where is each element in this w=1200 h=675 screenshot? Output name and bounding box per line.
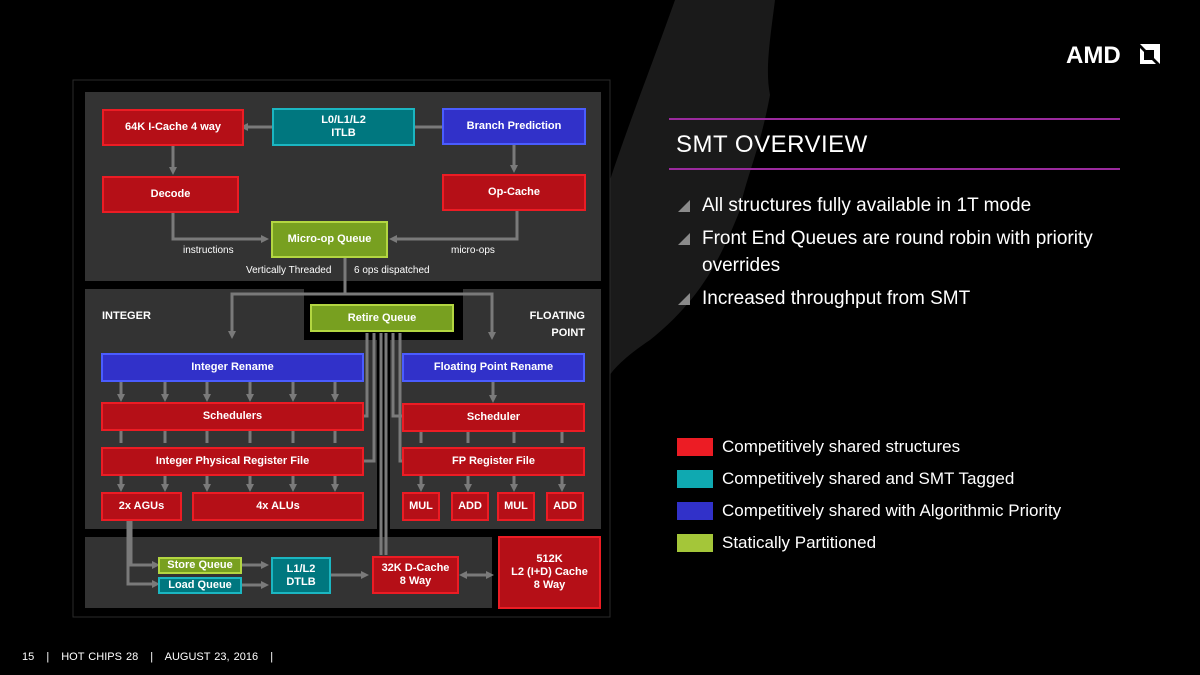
fp-add-unit: ADD — [546, 492, 584, 521]
fp-label-line2: POINT — [551, 327, 585, 339]
fp-scheduler-block: Scheduler — [402, 403, 585, 432]
bullet-list: All structures fully available in 1T mod… — [676, 192, 1096, 318]
amd-arrow-icon — [1140, 44, 1160, 64]
title-rule-top — [669, 118, 1120, 120]
vertically-threaded-label: Vertically Threaded — [246, 265, 332, 276]
alus-block: 4x ALUs — [192, 492, 364, 521]
footer: 15 | HOT CHIPS 28 | AUGUST 23, 2016 | — [22, 651, 281, 663]
fp-mul-unit: MUL — [497, 492, 535, 521]
dtlb-block: L1/L2 DTLB — [271, 557, 331, 594]
schedulers-block: Schedulers — [101, 402, 364, 431]
amd-logo-text: AMD — [1066, 42, 1121, 66]
legend-label: Competitively shared with Algorithmic Pr… — [722, 501, 1062, 520]
fp-section-label: FLOATING POINT — [520, 308, 585, 342]
fp-label-line1: FLOATING — [529, 310, 585, 322]
triangle-bullet-icon — [676, 192, 702, 219]
dcache-line1: 32K D-Cache — [381, 562, 450, 574]
legend-item: Competitively shared structures — [677, 431, 1061, 463]
legend-swatch-green — [677, 534, 713, 552]
integer-section-label: INTEGER — [102, 310, 151, 322]
itlb-line2: ITLB — [331, 127, 356, 139]
integer-rename-block: Integer Rename — [101, 353, 364, 382]
ops-dispatched-label: 6 ops dispatched — [354, 265, 430, 276]
bullet-item: All structures fully available in 1T mod… — [676, 192, 1096, 219]
l2-line2: L2 (I+D) Cache — [511, 566, 588, 578]
decode-block: Decode — [102, 176, 239, 213]
load-queue-block: Load Queue — [158, 577, 242, 594]
legend-swatch-teal — [677, 470, 713, 488]
fp-add-unit: ADD — [451, 492, 489, 521]
dtlb-line1: L1/L2 — [286, 562, 316, 575]
op-cache-block: Op-Cache — [442, 174, 586, 211]
amd-logo: AMD — [1066, 42, 1166, 71]
bullet-text: Increased throughput from SMT — [702, 288, 971, 309]
legend-swatch-blue — [677, 502, 713, 520]
page-number: 15 — [22, 651, 35, 663]
store-queue-block: Store Queue — [158, 557, 242, 574]
bullet-text: All structures fully available in 1T mod… — [702, 195, 1032, 216]
legend-swatch-red — [677, 438, 713, 456]
dtlb-line2: DTLB — [286, 575, 316, 588]
fp-rename-block: Floating Point Rename — [402, 353, 585, 382]
triangle-bullet-icon — [676, 225, 702, 279]
dcache-block: 32K D-Cache 8 Way — [372, 556, 459, 594]
itlb-line1: L0/L1/L2 — [321, 114, 366, 126]
bullet-item: Increased throughput from SMT — [676, 285, 1096, 312]
legend-item: Competitively shared with Algorithmic Pr… — [677, 495, 1061, 527]
l2-cache-block: 512K L2 (I+D) Cache 8 Way — [498, 536, 601, 609]
footer-separator: | — [270, 651, 274, 663]
instructions-label: instructions — [183, 245, 234, 256]
legend-label: Competitively shared structures — [722, 437, 961, 456]
footer-separator: | — [46, 651, 50, 663]
bullet-item: Front End Queues are round robin with pr… — [676, 225, 1096, 279]
micro-ops-label: micro-ops — [451, 245, 495, 256]
agus-block: 2x AGUs — [101, 492, 182, 521]
fp-register-file-block: FP Register File — [402, 447, 585, 476]
slide-title: SMT OVERVIEW — [676, 131, 868, 158]
branch-prediction-block: Branch Prediction — [442, 108, 586, 145]
fp-mul-unit: MUL — [402, 492, 440, 521]
legend-item: Statically Partitioned — [677, 527, 1061, 559]
legend-label: Statically Partitioned — [722, 533, 877, 552]
micro-op-queue-block: Micro-op Queue — [271, 221, 388, 258]
footer-separator: | — [150, 651, 154, 663]
title-rule-bottom — [669, 168, 1120, 170]
footer-date: AUGUST 23, 2016 — [164, 651, 259, 663]
legend-label: Competitively shared and SMT Tagged — [722, 469, 1015, 488]
footer-event: HOT CHIPS 28 — [61, 651, 139, 663]
triangle-bullet-icon — [676, 285, 702, 312]
retire-queue-block: Retire Queue — [310, 304, 454, 332]
l2-line3: 8 Way — [533, 579, 566, 591]
legend: Competitively shared structures Competit… — [677, 431, 1061, 559]
legend-item: Competitively shared and SMT Tagged — [677, 463, 1061, 495]
dcache-line2: 8 Way — [399, 575, 432, 587]
icache-block: 64K I-Cache 4 way — [102, 109, 244, 146]
itlb-block: L0/L1/L2 ITLB — [272, 108, 415, 146]
bullet-text: Front End Queues are round robin with pr… — [702, 228, 1093, 276]
l2-line1: 512K — [536, 553, 563, 565]
int-register-file-block: Integer Physical Register File — [101, 447, 364, 476]
